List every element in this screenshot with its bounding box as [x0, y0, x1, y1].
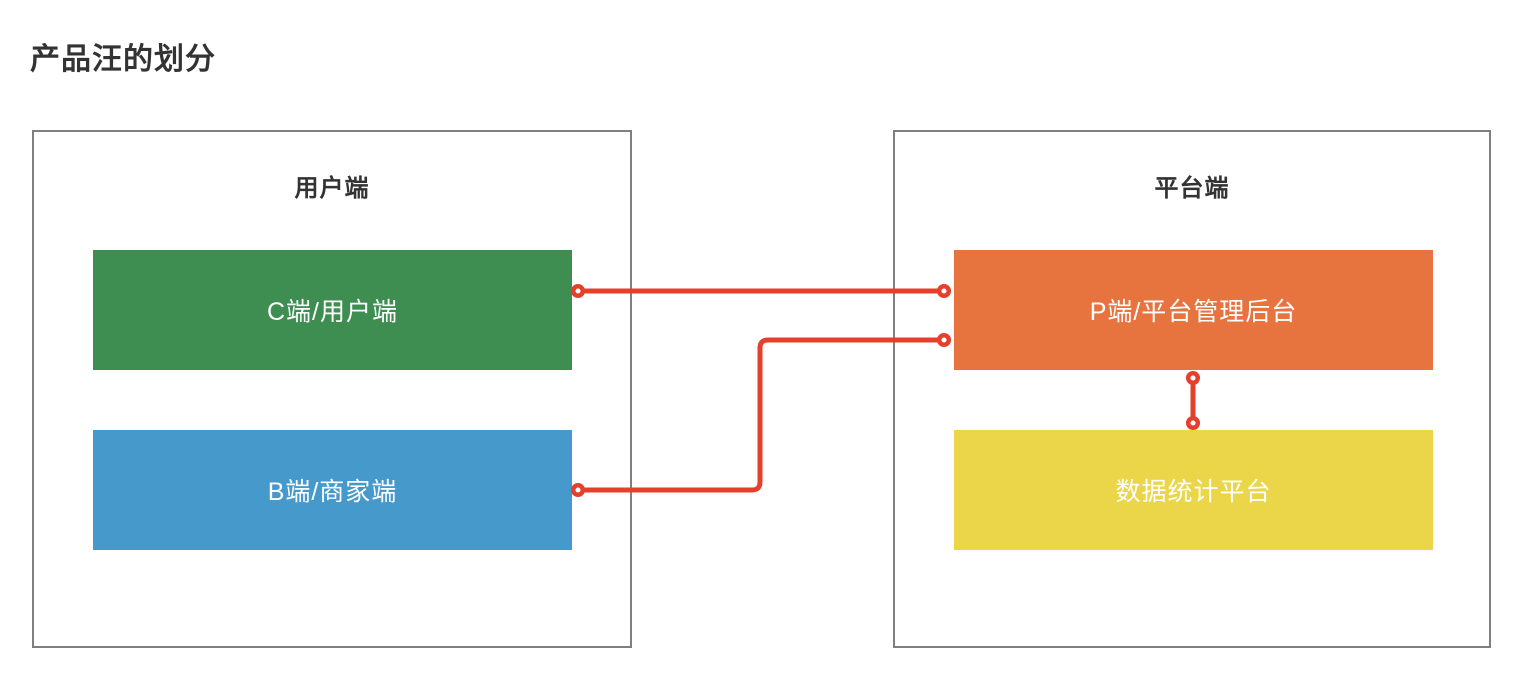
node-data-platform-label: 数据统计平台	[1115, 478, 1272, 506]
container-user-side-title: 用户端	[294, 175, 370, 202]
node-c-end: C端/用户端	[93, 250, 572, 370]
node-data-platform: 数据统计平台	[954, 430, 1433, 550]
connector-b-to-p	[578, 337, 944, 493]
container-platform-side-title: 平台端	[1154, 175, 1230, 202]
node-b-end: B端/商家端	[93, 430, 572, 550]
container-user-side: 用户端 C端/用户端 B端/商家端	[32, 130, 632, 648]
node-p-end: P端/平台管理后台	[954, 250, 1433, 370]
node-p-end-label: P端/平台管理后台	[1089, 298, 1298, 326]
node-b-end-label: B端/商家端	[267, 478, 398, 506]
container-platform-side: 平台端 P端/平台管理后台 数据统计平台	[893, 130, 1491, 648]
page-title: 产品汪的划分	[30, 43, 216, 76]
node-c-end-label: C端/用户端	[266, 298, 398, 326]
